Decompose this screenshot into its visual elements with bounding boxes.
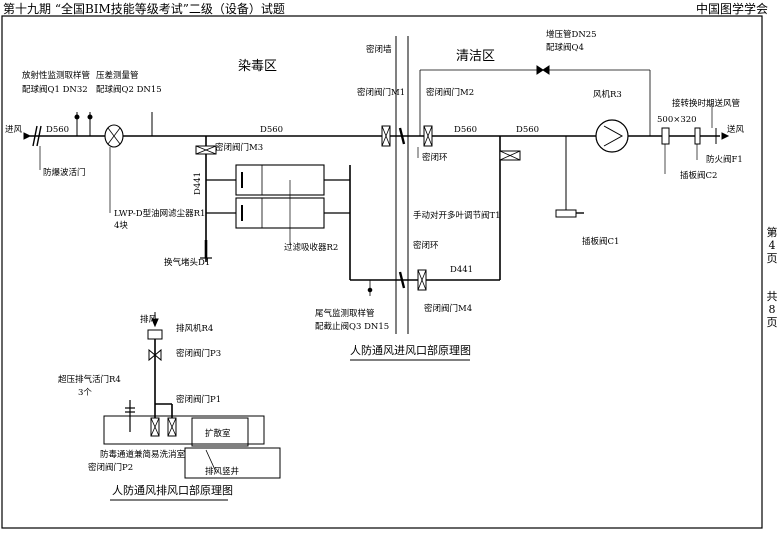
blast-valve-icon bbox=[32, 125, 38, 147]
regulating-valve-label: 手动对开多叶调节阀T1 bbox=[413, 210, 501, 221]
flexible-joint-label: 接转换时期送风管 bbox=[672, 98, 740, 109]
fan-r3-label: 风机R3 bbox=[593, 89, 622, 100]
airtight-wall-label: 密闭墙 bbox=[366, 44, 392, 55]
inlet-arrow-icon bbox=[23, 132, 32, 140]
exhaust-caption: 人防通风排风口部原理图 bbox=[112, 483, 233, 497]
page-unit: 页 bbox=[766, 252, 778, 265]
over-pressure-label: 超压排气活门R4 bbox=[58, 374, 121, 385]
d560-label-a: D560 bbox=[46, 125, 69, 135]
ball-valve-q1-label: 配球阀Q1 DN32 bbox=[22, 84, 88, 95]
valve-m3-label: 密闭阀门M3 bbox=[215, 142, 263, 153]
sheet-border bbox=[1, 15, 763, 529]
fire-damper-label: 防火阀F1 bbox=[706, 154, 743, 165]
air-change-label: 换气堵头D1 bbox=[164, 257, 210, 268]
airtight-ring-label-b: 密闭环 bbox=[413, 240, 439, 251]
d441-label-b: D441 bbox=[450, 265, 473, 275]
duct-size-label: 500×320 bbox=[657, 115, 697, 125]
over-pressure-qty-label: 3个 bbox=[78, 388, 92, 398]
page-number: 4 bbox=[768, 239, 776, 252]
page-indicator: 第 4 页 bbox=[766, 226, 778, 265]
blast-valve-label: 防爆波活门 bbox=[43, 167, 86, 178]
d560-label-d: D560 bbox=[516, 125, 539, 135]
oil-filter-label: LWP-D型油网滤尘器R1 bbox=[114, 208, 205, 219]
insert-plate-c2-label: 插板阀C2 bbox=[680, 170, 717, 181]
exhaust-fan-label: 排风机R4 bbox=[176, 323, 213, 334]
exhaust-fan-icon bbox=[147, 329, 163, 340]
contaminated-zone-label: 染毒区 bbox=[238, 59, 277, 74]
d441-label-a: D441 bbox=[193, 172, 203, 195]
oil-filter-qty-label: 4块 bbox=[114, 220, 128, 231]
total-label: 共 bbox=[766, 290, 778, 303]
inlet-label: 进风 bbox=[5, 125, 23, 135]
total-unit: 页 bbox=[766, 316, 778, 329]
insert-plate-c1-label: 插板阀C1 bbox=[582, 236, 619, 247]
tail-gas-pipe-label: 尾气监测取样管 bbox=[315, 308, 375, 319]
decon-room-label: 防毒通道兼简易洗消室 bbox=[100, 449, 186, 460]
expansion-room-label: 扩散室 bbox=[205, 428, 231, 439]
exhaust-shaft-label: 排风竖井 bbox=[205, 466, 239, 477]
valve-p1-label: 密闭阀门P1 bbox=[176, 394, 221, 405]
page-label: 第 bbox=[766, 226, 778, 239]
ball-valve-q4-label: 配球阀Q4 bbox=[546, 42, 584, 53]
pressure-pipe-label: 压差测量管 bbox=[96, 70, 139, 81]
fire-damper-icon bbox=[694, 127, 701, 145]
valve-p3-icon bbox=[148, 348, 162, 362]
sheet-title: 第十九期 “全国BIM技能等级考试”二级（设备）试题 bbox=[3, 2, 285, 16]
organization-name: 中国图学学会 bbox=[696, 2, 769, 16]
total-pages-indicator: 共 8 页 bbox=[766, 290, 778, 329]
d560-label-b: D560 bbox=[260, 125, 283, 135]
valve-p3-label: 密闭阀门P3 bbox=[176, 348, 221, 359]
valve-m2-label: 密闭阀门M2 bbox=[426, 87, 474, 98]
fan-r3-icon bbox=[595, 119, 629, 153]
filter-absorber-1 bbox=[235, 164, 325, 196]
airtight-ring-label-a: 密闭环 bbox=[422, 152, 448, 163]
filter-absorber-2 bbox=[235, 197, 325, 229]
exhaust-schematic bbox=[103, 312, 281, 501]
decon-room bbox=[103, 415, 265, 445]
radiation-pipe-label: 放射性监测取样管 bbox=[22, 70, 90, 81]
outlet-label: 送风 bbox=[727, 124, 745, 135]
valve-p2-label: 密闭阀门P2 bbox=[88, 462, 133, 473]
clean-zone-label: 清洁区 bbox=[456, 49, 495, 64]
outlet-arrow-icon bbox=[721, 132, 730, 140]
ball-valve-q2-label: 配球阀Q2 DN15 bbox=[96, 84, 162, 95]
booster-pipe-label: 增压管DN25 bbox=[546, 29, 597, 40]
insert-plate-c2-icon bbox=[661, 127, 670, 145]
ball-valve-q4-icon bbox=[536, 65, 544, 75]
exhaust-inlet-label: 排风 bbox=[140, 314, 158, 325]
stop-valve-q3-label: 配截止阀Q3 DN15 bbox=[315, 321, 389, 332]
total-number: 8 bbox=[768, 303, 776, 316]
intake-schematic bbox=[23, 36, 730, 361]
d560-label-c: D560 bbox=[454, 125, 477, 135]
exhaust-arrow-icon bbox=[151, 318, 159, 328]
valve-m4-label: 密闭阀门M4 bbox=[424, 303, 472, 314]
valve-m1-label: 密闭阀门M1 bbox=[357, 87, 405, 98]
exhaust-shaft bbox=[184, 447, 281, 479]
expansion-room bbox=[191, 417, 249, 447]
intake-caption: 人防通风进风口部原理图 bbox=[350, 343, 471, 357]
insert-plate-c1-icon bbox=[555, 209, 577, 218]
filter-absorber-label: 过滤吸收器R2 bbox=[284, 242, 338, 253]
